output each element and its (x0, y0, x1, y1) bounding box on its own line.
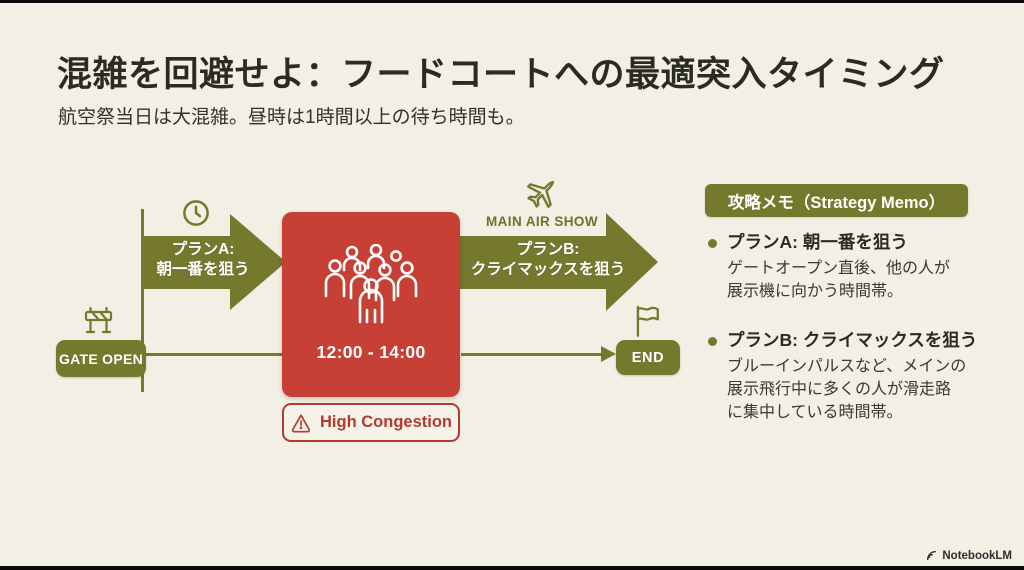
timeline-segment-left (145, 353, 283, 356)
high-congestion-label: High Congestion (320, 413, 452, 431)
end-badge: END (616, 340, 680, 375)
plan-b-arrowhead (606, 213, 658, 311)
congestion-time: 12:00 - 14:00 (316, 342, 426, 362)
gate-open-label: GATE OPEN (58, 350, 144, 367)
bottom-letterbox-bar (0, 566, 1024, 570)
crowd-icon (324, 244, 418, 324)
barrier-icon (80, 303, 117, 343)
plan-a-arrowhead (230, 214, 286, 310)
plan-a-arrow-label: プランA: 朝一番を狙う (156, 241, 250, 279)
page-title: 混雑を回避せよ：フードコートへの最適突入タイミング (57, 55, 945, 94)
memo-plan-b-description: ブルーインパルスなど、メインの 展示飛行中に多くの人が滑走路 に集中している時間… (727, 358, 967, 422)
page-subtitle: 航空祭当日は大混雑。昼時は1時間以上の待ち時間も。 (58, 107, 525, 128)
end-label: END (631, 349, 665, 366)
congestion-box: 12:00 - 14:00 (282, 212, 460, 397)
memo-plan-a-description: ゲートオープン直後、他の人が 展示機に向かう時間帯。 (727, 260, 951, 301)
high-congestion-badge: High Congestion (282, 403, 460, 442)
timeline-segment-right (461, 353, 602, 356)
main-air-show-label: MAIN AIR SHOW (486, 214, 598, 229)
gate-open-badge: GATE OPEN (56, 340, 146, 377)
flag-icon (632, 304, 662, 343)
notebooklm-watermark: NotebookLM (925, 549, 1012, 562)
plan-b-arrow (460, 236, 607, 289)
plan-b-arrow-label: プランB: クライマックスを狙う (470, 241, 626, 279)
timeline-arrowhead (601, 346, 616, 362)
top-letterbox-bar (0, 0, 1024, 3)
memo-plan-b-title: プランB: クライマックスを狙う (727, 330, 978, 350)
timeline-vertical-line (141, 209, 144, 392)
notebooklm-label: NotebookLM (942, 549, 1012, 562)
plan-a-arrow (143, 236, 231, 289)
bullet-dot (708, 239, 717, 248)
clock-icon (181, 198, 211, 233)
notebooklm-logo-icon (927, 551, 937, 560)
strategy-memo-header: 攻略メモ（Strategy Memo） (705, 184, 968, 217)
bullet-dot (708, 337, 717, 346)
memo-plan-a-title: プランA: 朝一番を狙う (727, 232, 908, 252)
plane-icon (523, 174, 561, 217)
warning-icon (291, 414, 311, 433)
